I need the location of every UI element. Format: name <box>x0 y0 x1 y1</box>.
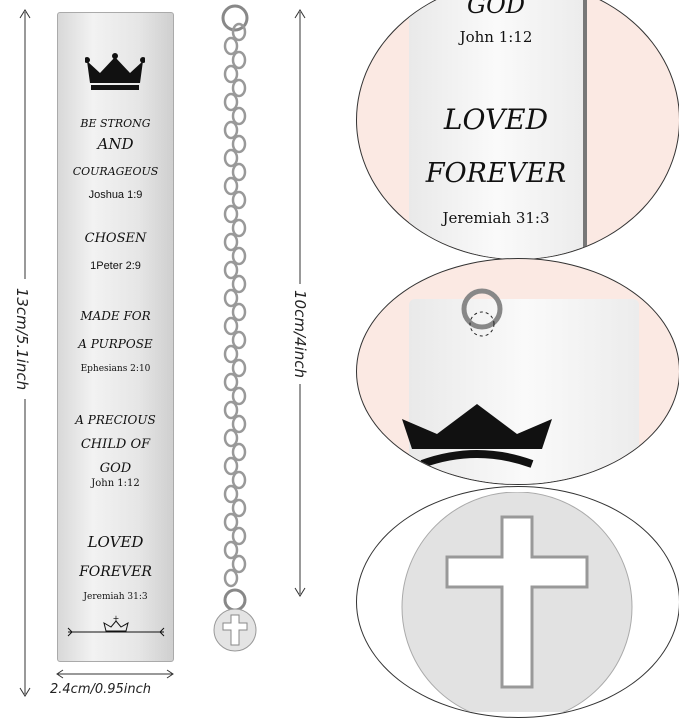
chain-link <box>231 414 247 434</box>
reference: 1Peter 2:9 <box>90 260 141 272</box>
chain-link <box>231 78 247 98</box>
reference: Joshua 1:9 <box>88 189 143 201</box>
chain-length-label: 10cm/4inch <box>291 284 309 384</box>
reference: Jeremiah 31:3 <box>442 209 550 227</box>
reference: John 1:12 <box>91 478 140 489</box>
chain-link <box>231 134 247 154</box>
text-line: A PURPOSE <box>78 337 153 351</box>
chain-link <box>223 64 239 84</box>
cross-charm-icon <box>401 492 633 712</box>
chain-link <box>223 260 239 280</box>
crown-icon <box>402 404 552 468</box>
height-label: 13cm/5.1inch <box>13 279 31 399</box>
chain-link <box>231 330 247 350</box>
chain-link <box>231 190 247 210</box>
detail-cross-charm-zoom <box>356 486 679 718</box>
chain-link <box>231 302 247 322</box>
text-line: CHOSEN <box>84 231 147 246</box>
text-line: AND <box>97 135 134 153</box>
chain-link <box>223 512 239 532</box>
chain-link <box>223 540 239 560</box>
chain-link <box>231 554 247 574</box>
chain-link <box>223 428 239 448</box>
chain-link <box>223 484 239 504</box>
crown-icon <box>85 53 145 90</box>
chain-link <box>223 36 239 56</box>
width-label: 2.4cm/0.95inch <box>50 682 152 697</box>
text-line: COURAGEOUS <box>72 165 159 178</box>
chain-link <box>223 92 239 112</box>
chain-link <box>231 246 247 266</box>
chain-link <box>223 372 239 392</box>
svg-text:+: + <box>113 614 120 623</box>
width-dimension-arrow <box>56 669 174 679</box>
chain-link <box>231 162 247 182</box>
chain-link <box>223 176 239 196</box>
chain-link <box>223 204 239 224</box>
reference: Jeremiah 31:3 <box>83 592 148 602</box>
text-line: GOD <box>466 0 526 19</box>
chain-link <box>223 400 239 420</box>
chain-link <box>231 526 247 546</box>
chain-link <box>223 316 239 336</box>
chain-link <box>223 288 239 308</box>
detail-ring-crown-zoom <box>356 258 679 485</box>
detail-text-zoom: GOD John 1:12 LOVED FOREVER Jeremiah 31:… <box>356 0 679 260</box>
chain-link <box>231 470 247 490</box>
text-line: CHILD OF <box>80 437 151 452</box>
text-line: A PRECIOUS <box>75 413 156 427</box>
flourish-crown-divider: + <box>67 614 165 637</box>
text-line: FOREVER <box>79 564 152 580</box>
text-line: FOREVER <box>425 158 567 189</box>
chain-link <box>223 456 239 476</box>
chain-link <box>231 498 247 518</box>
split-ring-icon <box>461 288 503 337</box>
chain-link <box>231 218 247 238</box>
text-line: LOVED <box>443 103 549 136</box>
chain-link <box>231 274 247 294</box>
text-line: MADE FOR <box>80 309 151 323</box>
chain-link <box>231 442 247 462</box>
text-line: LOVED <box>87 533 144 551</box>
chain-link <box>223 148 239 168</box>
chain-link <box>231 386 247 406</box>
chain-link <box>231 50 247 70</box>
chain-link <box>223 344 239 364</box>
bookmark: BE STRONG AND COURAGEOUS Joshua 1:9 CHOS… <box>57 12 174 662</box>
chain-link <box>231 106 247 126</box>
chain-link <box>231 22 247 42</box>
chain-link <box>223 120 239 140</box>
chain-link <box>223 568 239 588</box>
chain-with-cross-charm <box>213 4 257 652</box>
reference: Ephesians 2:10 <box>80 364 151 374</box>
text-line: GOD <box>99 461 132 476</box>
reference: John 1:12 <box>459 28 533 46</box>
chain-link <box>231 358 247 378</box>
chain-link <box>223 232 239 252</box>
text-line: BE STRONG <box>80 117 151 130</box>
